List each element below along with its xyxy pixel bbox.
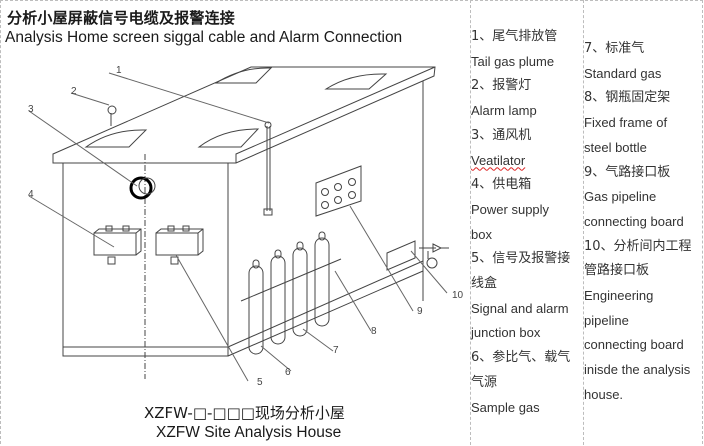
figure-title-en: Analysis Home screen siggal cable and Al… [5,29,403,46]
legend-item-7-en: Standard gas [584,65,662,81]
callout-8: 8 [371,326,377,337]
legend-item-5-zh-line1: 5、信号及报警接 [471,251,571,267]
figure-caption-en: XZFW Site Analysis House [156,424,342,441]
legend-item-8-en-line1: Fixed frame of [584,115,668,131]
legend-item-10-en-line3: connecting board [584,337,684,353]
legend-item-9-en-line1: Gas pipeline [584,189,657,205]
legend-item-6-zh-line2: 气源 [471,374,498,390]
callout-10: 10 [452,290,464,301]
legend-item-2-en: Alarm lamp [471,103,537,119]
legend-item-5-zh-line2: 线盒 [471,276,498,292]
legend-item-6-zh-line1: 6、参比气、载气 [471,350,571,366]
callout-5: 5 [257,377,263,388]
legend-item-10-en-line5: house. [584,386,624,402]
legend-item-2-zh: 2、报警灯 [471,78,532,94]
analysis-house-drawing: 1 2 3 4 5 6 7 8 9 10 [28,65,464,388]
legend-item-1-zh: 1、尾气排放管 [471,29,558,44]
callout-1: 1 [116,65,122,76]
legend-item-9-zh: 9、气路接口板 [584,164,671,180]
legend-item-3-en: Veatilator [471,152,526,168]
callout-4: 4 [28,189,34,200]
callout-9: 9 [417,306,423,317]
figure-cell: 1 2 3 4 5 6 7 8 9 10 分析小屋屏蔽信号电缆及报警连接 Ana… [1,1,470,444]
callout-3: 3 [28,104,34,115]
legend-item-5-en-line1: Signal and alarm [471,300,569,316]
legend-item-9-en-line2: connecting board [584,213,684,229]
callout-7: 7 [333,345,339,356]
callout-6: 6 [285,367,291,378]
legend-item-1-en: Tail gas plume [471,53,555,69]
figure-caption-zh: XZFW-□-□□□现场分析小屋 [144,404,345,422]
legend-left-column: 1、尾气排放管 Tail gas plume 2、报警灯 Alarm lamp … [471,25,583,420]
legend-item-4-en-line1: Power supply [471,201,550,217]
legend-item-7-zh: 7、标准气 [584,41,645,56]
legend-item-5-en-line2: junction box [471,325,541,341]
legend-item-8-en-line2: steel bottle [584,139,647,155]
column-divider [583,0,584,445]
legend-item-10-en-line2: pipeline [584,312,629,328]
legend-item-10-en-line1: Engineering [584,288,654,304]
callout-2: 2 [71,86,77,97]
legend-item-10-zh-line1: 10、分析间内工程 [584,238,692,254]
legend-item-6-en: Sample gas [471,399,540,415]
legend-item-4-en-line2: box [471,226,492,242]
legend-item-10-zh-line2: 管路接口板 [584,263,650,279]
legend-right-column: 7、标准气 Standard gas 8、钢瓶固定架 Fixed frame o… [584,37,704,408]
legend-item-8-zh: 8、钢瓶固定架 [584,90,671,106]
legend-item-4-zh: 4、供电箱 [471,177,532,193]
figure-title-zh: 分析小屋屏蔽信号电缆及报警连接 [7,9,236,27]
legend-item-10-en-line4: inisde the analysis [584,362,691,378]
legend-item-3-zh: 3、通风机 [471,127,532,143]
column-divider [470,0,471,445]
